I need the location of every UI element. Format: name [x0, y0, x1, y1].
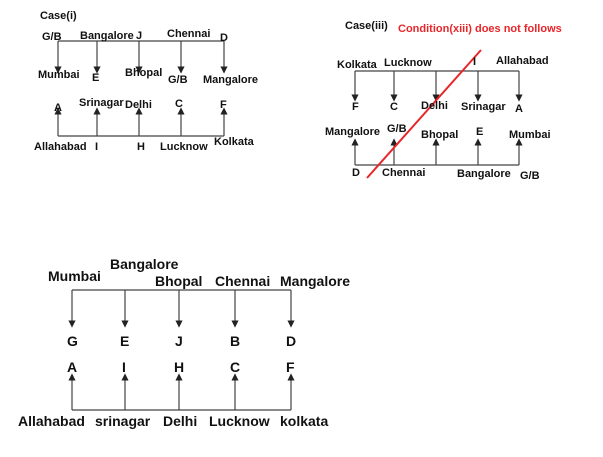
- label: Bhopal: [421, 129, 459, 141]
- label: G/B: [168, 74, 188, 86]
- label: Chennai: [167, 28, 211, 40]
- label: Srinagar: [79, 97, 124, 109]
- case1-title: Case(i): [40, 10, 77, 22]
- label: Mangalore: [325, 126, 381, 138]
- label: Delhi: [125, 99, 152, 111]
- label: F: [352, 101, 359, 113]
- label: D: [352, 167, 360, 179]
- strike-through-line: [366, 49, 482, 179]
- label: Kolkata: [337, 59, 377, 71]
- label: Chennai: [382, 167, 426, 179]
- label: Lucknow: [160, 141, 208, 153]
- label: H: [137, 141, 145, 153]
- label: Mumbai: [509, 129, 551, 141]
- label: Mangalore: [280, 273, 351, 289]
- label: E: [92, 72, 100, 84]
- label: D: [220, 32, 228, 44]
- label: G/B: [520, 170, 540, 182]
- label: G/B: [42, 31, 62, 43]
- label: C: [175, 98, 183, 110]
- label: Mumbai: [38, 69, 80, 81]
- label: F: [286, 359, 295, 375]
- label: E: [476, 126, 484, 138]
- label: Bangalore: [110, 256, 179, 272]
- label: D: [286, 333, 297, 349]
- label: Lucknow: [384, 57, 432, 69]
- case3-title: Case(iii): [345, 20, 388, 32]
- label: C: [230, 359, 241, 375]
- label: Mangalore: [203, 74, 259, 86]
- label: J: [175, 333, 183, 349]
- label: I: [473, 56, 477, 68]
- label: Mumbai: [48, 268, 101, 284]
- label: Srinagar: [461, 101, 506, 113]
- label: I: [122, 359, 126, 375]
- label: E: [120, 333, 130, 349]
- label: Delhi: [421, 100, 448, 112]
- label: J: [136, 30, 143, 42]
- label: A: [54, 102, 62, 114]
- label: Allahabad: [34, 141, 87, 153]
- label: I: [95, 141, 99, 153]
- label: B: [230, 333, 241, 349]
- label: Kolkata: [214, 136, 254, 148]
- label: G/B: [387, 123, 407, 135]
- label: A: [515, 103, 523, 115]
- label: kolkata: [280, 413, 329, 429]
- label: Delhi: [163, 413, 198, 429]
- label: Lucknow: [209, 413, 270, 429]
- label: G: [67, 333, 78, 349]
- label: H: [174, 359, 185, 375]
- label: Allahabad: [18, 413, 85, 429]
- label: Bangalore: [457, 168, 511, 180]
- label: Chennai: [215, 273, 271, 289]
- label: Allahabad: [496, 55, 549, 67]
- label: C: [390, 101, 398, 113]
- condition-note: Condition(xiii) does not follows: [398, 23, 562, 35]
- label: Bhopal: [155, 273, 203, 289]
- label: A: [67, 359, 78, 375]
- label: srinagar: [95, 413, 151, 429]
- label: Bangalore: [80, 30, 134, 42]
- label: F: [220, 99, 227, 111]
- label: Bhopal: [125, 67, 163, 79]
